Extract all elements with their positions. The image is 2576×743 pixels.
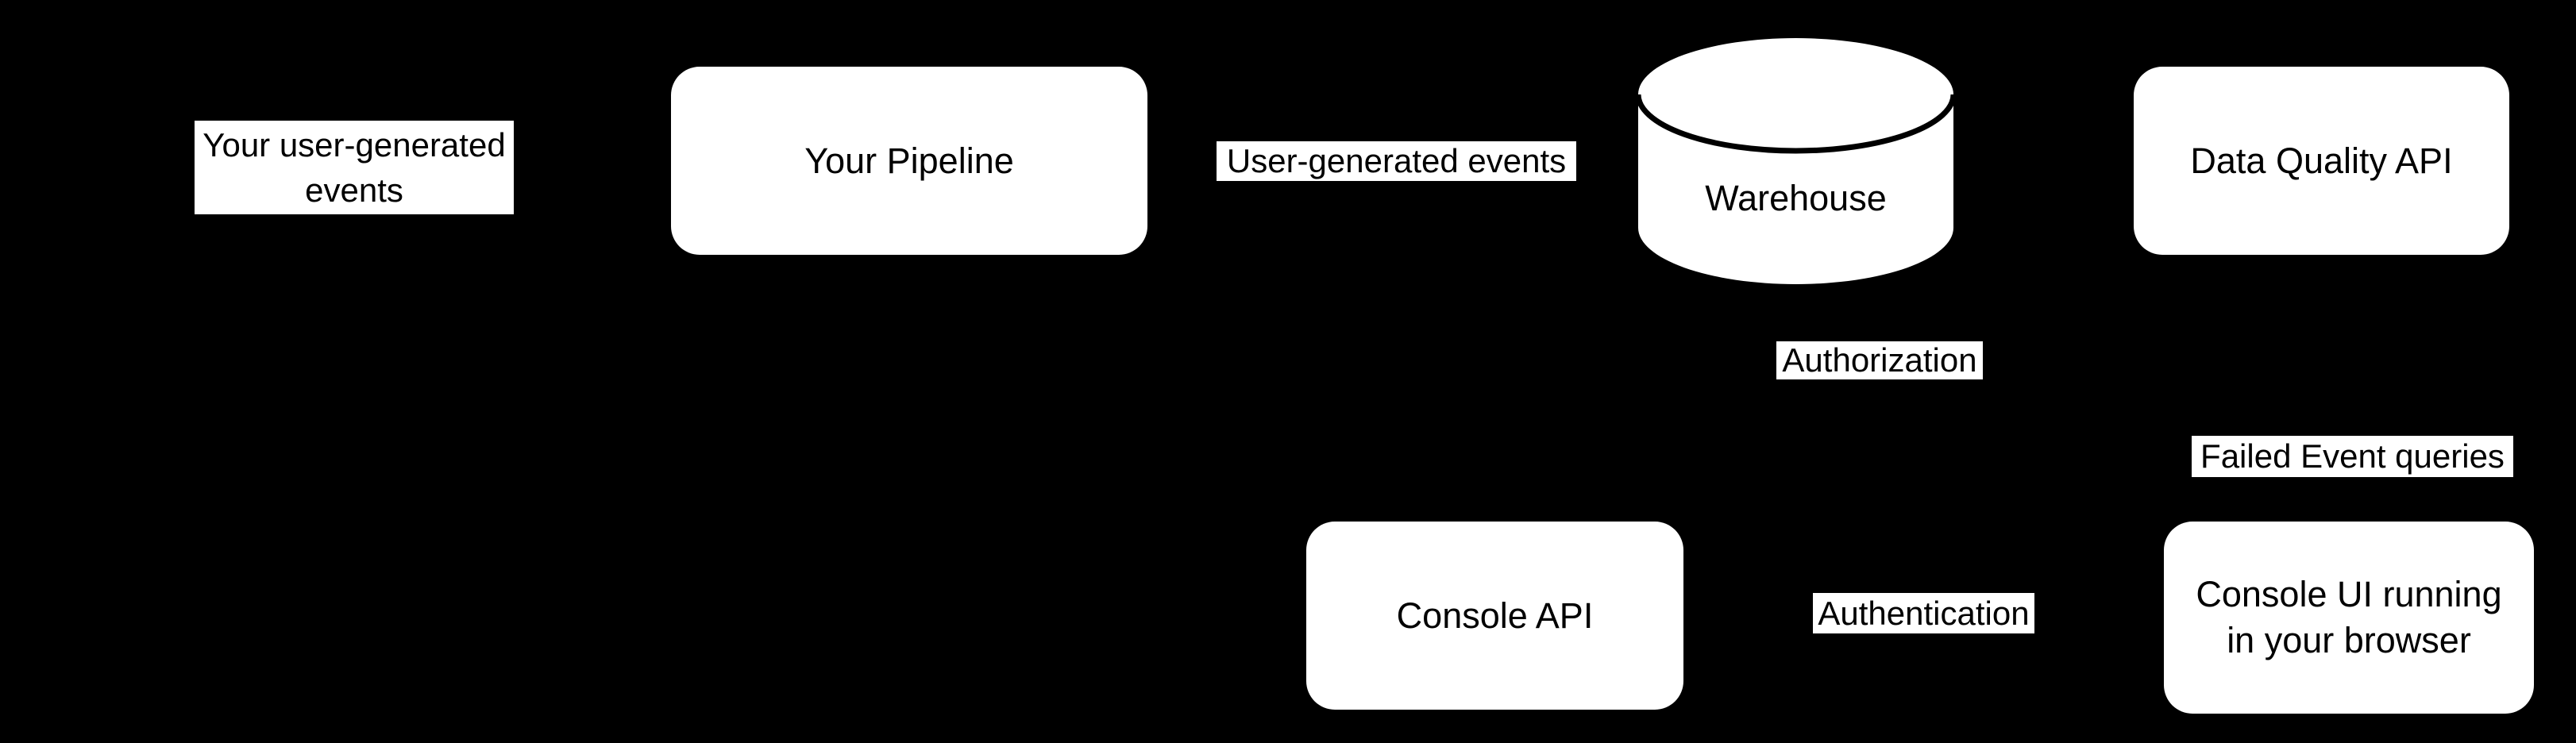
edge-label-authentication-text: Authentication (1818, 594, 2030, 632)
edge-label-failed-event-queries: Failed Event queries (2192, 436, 2513, 477)
node-your-pipeline: Your Pipeline (671, 67, 1147, 255)
cylinder-top-rim-arc (1638, 94, 1953, 154)
database-cylinder-icon (1638, 38, 1953, 284)
node-console-api-label: Console API (1396, 595, 1594, 636)
edge-label-failed-event-queries-text: Failed Event queries (2200, 437, 2505, 475)
node-console-api: Console API (1306, 522, 1683, 710)
node-data-quality-api-label: Data Quality API (2190, 140, 2453, 181)
node-console-ui-browser: Console UI running in your browser (2164, 522, 2534, 714)
node-warehouse: Warehouse (1638, 175, 1953, 221)
edge-label-authorization: Authorization (1776, 341, 1983, 379)
edge-label-authentication: Authentication (1813, 593, 2034, 633)
edge-label-user-generated-events-text: User-generated events (1226, 142, 1567, 179)
node-warehouse-label: Warehouse (1705, 178, 1887, 218)
node-data-quality-api: Data Quality API (2134, 67, 2509, 255)
source-label-your-user-generated-events: Your user-generated events (195, 121, 514, 214)
source-label-text: Your user-generated events (202, 126, 506, 209)
node-console-ui-browser-label: Console UI running in your browser (2196, 574, 2502, 660)
cylinder-body (1638, 38, 1953, 284)
edge-label-authorization-text: Authorization (1782, 341, 1977, 379)
edge-label-user-generated-events: User-generated events (1217, 141, 1576, 181)
node-your-pipeline-label: Your Pipeline (804, 140, 1014, 181)
